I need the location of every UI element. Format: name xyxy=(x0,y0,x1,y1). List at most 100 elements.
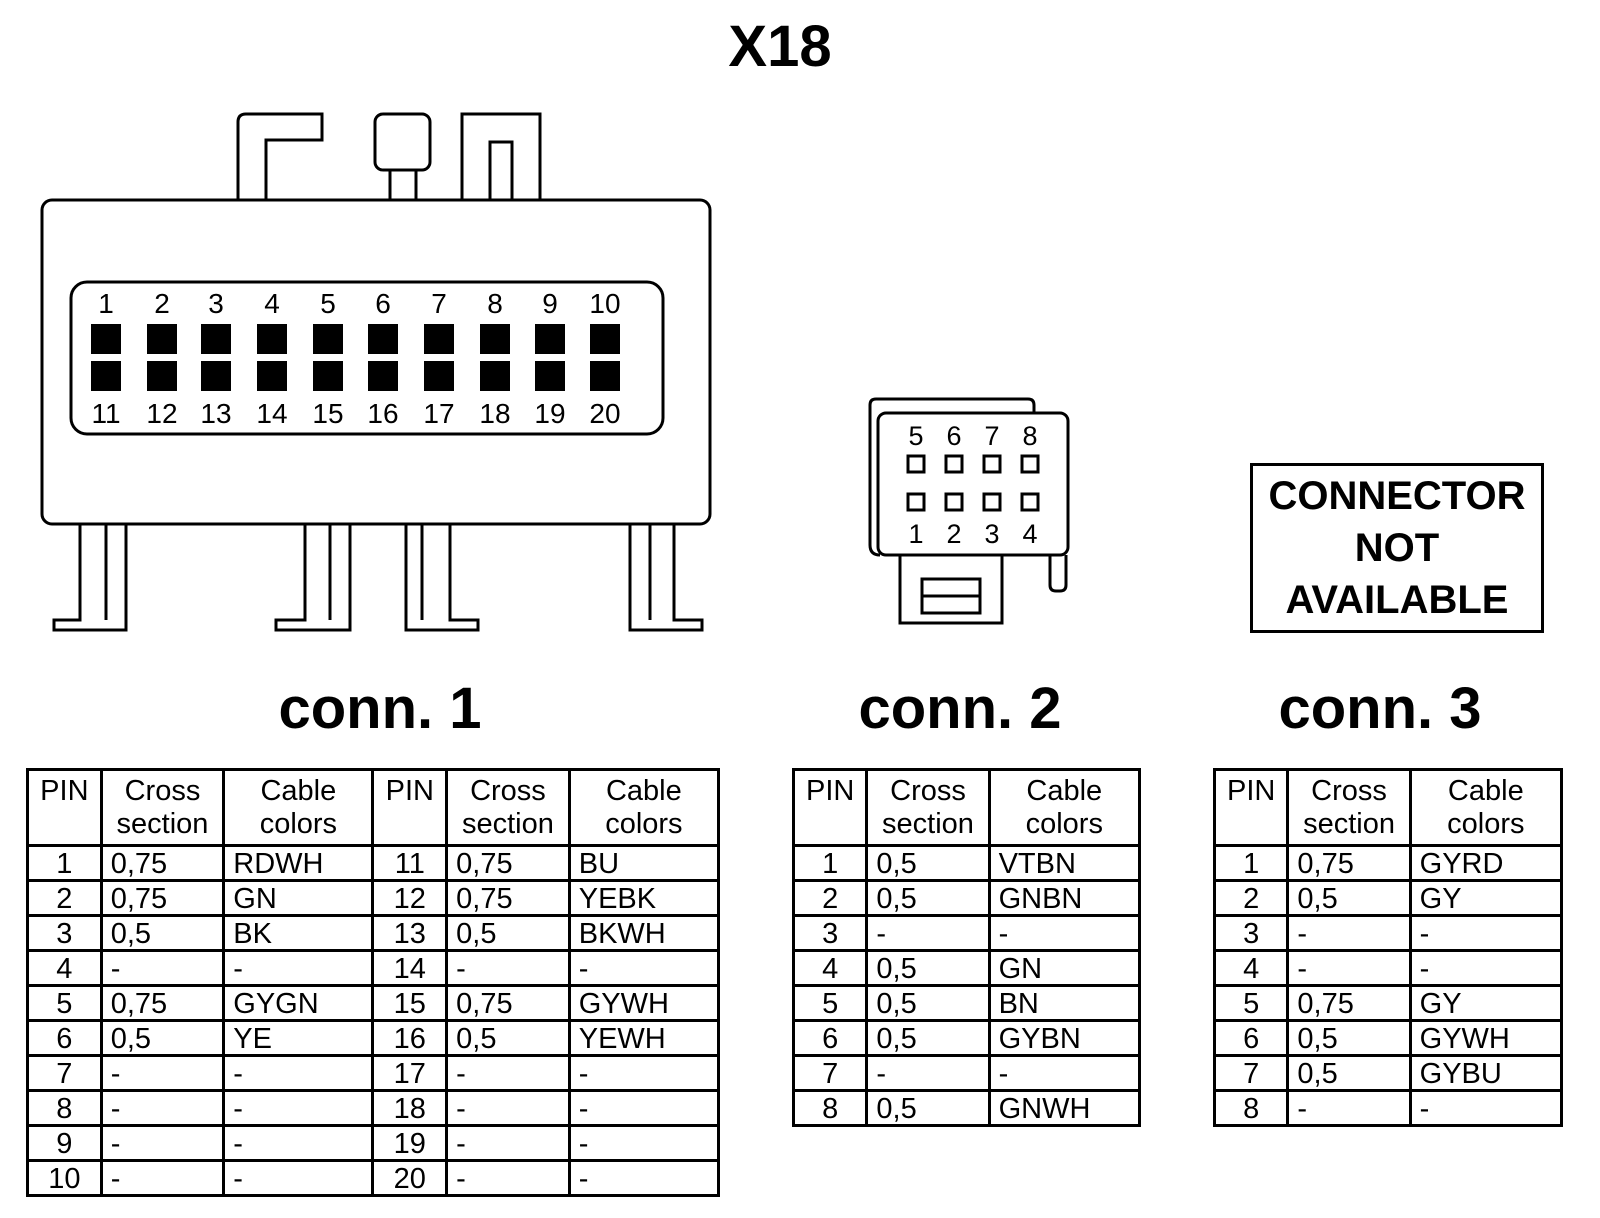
cross-section-cell: 0,75 xyxy=(99,984,226,1022)
leg-4 xyxy=(628,524,704,632)
cable-color-cell: - xyxy=(222,1159,375,1197)
cross-section-cell: - xyxy=(1286,914,1412,952)
cable-color-cell: GN xyxy=(222,879,375,917)
cross-section-cell: 0,5 xyxy=(865,879,991,917)
cross-section-cell: 0,5 xyxy=(445,1019,571,1057)
connector-2-body xyxy=(876,411,1070,557)
column-header: Cable colors xyxy=(222,768,375,847)
pin-contact xyxy=(906,492,926,512)
cable-color-cell: BK xyxy=(222,914,375,952)
pin-cell: 6 xyxy=(26,1019,103,1057)
cross-section-cell: - xyxy=(99,1159,226,1197)
pin-cell: 8 xyxy=(791,1089,869,1127)
pin-cell: 4 xyxy=(26,949,103,987)
table-row: 4--14-- xyxy=(26,949,721,987)
na-line-2: NOT xyxy=(1354,526,1440,570)
pin-contact xyxy=(480,361,510,391)
pin-cell: 5 xyxy=(1212,984,1290,1022)
connector-1-label: conn. 1 xyxy=(278,676,482,741)
pin-cell: 15 xyxy=(371,984,449,1022)
leg-1 xyxy=(52,524,128,632)
na-line-3: AVAILABLE xyxy=(1285,578,1509,622)
column-header: Cable colors xyxy=(987,768,1142,847)
pin-cell: 20 xyxy=(371,1159,449,1197)
pin-label-top: 6 xyxy=(375,288,391,319)
cross-section-cell: 0,5 xyxy=(445,914,571,952)
connector-2-back-shell xyxy=(868,397,1036,425)
cable-color-cell: GNBN xyxy=(987,879,1142,917)
table-row: 9--19-- xyxy=(26,1124,721,1162)
cross-section-cell: - xyxy=(99,1124,226,1162)
pin-cell: 7 xyxy=(26,1054,103,1092)
cross-section-cell: 0,5 xyxy=(1286,1054,1412,1092)
cable-color-cell: - xyxy=(567,1159,721,1197)
pin-label-bottom: 14 xyxy=(256,398,287,429)
pin-contact xyxy=(257,361,287,391)
table-row: 4-- xyxy=(1212,949,1564,987)
page-title: X18 xyxy=(728,14,832,79)
cable-color-cell: - xyxy=(567,1054,721,1092)
cable-color-cell: GYRD xyxy=(1408,844,1564,882)
cable-color-cell: - xyxy=(567,1089,721,1127)
pin-label-top: 8 xyxy=(487,288,503,319)
table-row: 8--18-- xyxy=(26,1089,721,1127)
pin-contact xyxy=(944,492,964,512)
connector-1-pin-window xyxy=(69,280,665,436)
pin-label-top: 8 xyxy=(1022,421,1037,451)
top-latch-right xyxy=(460,112,542,200)
pin-label-top: 7 xyxy=(984,421,999,451)
pin-contact xyxy=(535,361,565,391)
cable-color-cell: GYGN xyxy=(222,984,375,1022)
pin-cell: 8 xyxy=(26,1089,103,1127)
pin-cell: 5 xyxy=(26,984,103,1022)
cross-section-cell: 0,75 xyxy=(445,844,571,882)
pin-cell: 14 xyxy=(371,949,449,987)
cable-color-cell: BU xyxy=(567,844,721,882)
pin-cell: 9 xyxy=(26,1124,103,1162)
pin-label-top: 4 xyxy=(264,288,280,319)
cross-section-cell: - xyxy=(1286,1089,1412,1127)
table-row: 10--20-- xyxy=(26,1159,721,1197)
table-header-row: PIN Cross section Cable colors xyxy=(1212,768,1564,847)
cable-color-cell: GYWH xyxy=(567,984,721,1022)
pin-label-bottom: 11 xyxy=(91,398,120,429)
pin-contact xyxy=(1020,492,1040,512)
pin-contact xyxy=(257,324,287,354)
pin-cell: 19 xyxy=(371,1124,449,1162)
cross-section-cell: - xyxy=(445,1054,571,1092)
pin-contact xyxy=(91,361,121,391)
pin-cell: 3 xyxy=(26,914,103,952)
cross-section-cell: 0,75 xyxy=(445,984,571,1022)
pin-label-bottom: 16 xyxy=(367,398,398,429)
cable-color-cell: GY xyxy=(1408,879,1564,917)
cross-section-cell: - xyxy=(445,1089,571,1127)
leg-2 xyxy=(274,524,352,632)
pin-contact xyxy=(91,324,121,354)
cross-section-cell: 0,75 xyxy=(99,879,226,917)
cross-section-cell: - xyxy=(445,1124,571,1162)
cross-section-cell: - xyxy=(445,949,571,987)
connector-1-pin-table: PIN Cross section Cable colors PIN Cross… xyxy=(26,768,721,1197)
cable-color-cell: YEBK xyxy=(567,879,721,917)
cable-color-cell: - xyxy=(222,949,375,987)
cross-section-cell: 0,5 xyxy=(99,914,226,952)
connector-3-label: conn. 3 xyxy=(1278,676,1482,741)
pin-contact xyxy=(201,324,231,354)
pin-cell: 11 xyxy=(371,844,449,882)
cross-section-cell: 0,5 xyxy=(1286,1019,1412,1057)
cable-color-cell: - xyxy=(987,914,1142,952)
column-header: PIN xyxy=(1212,768,1290,847)
cross-section-cell: - xyxy=(865,914,991,952)
pin-contact xyxy=(201,361,231,391)
cable-color-cell: GN xyxy=(987,949,1142,987)
top-latch-left xyxy=(236,112,324,200)
cable-color-cell: RDWH xyxy=(222,844,375,882)
